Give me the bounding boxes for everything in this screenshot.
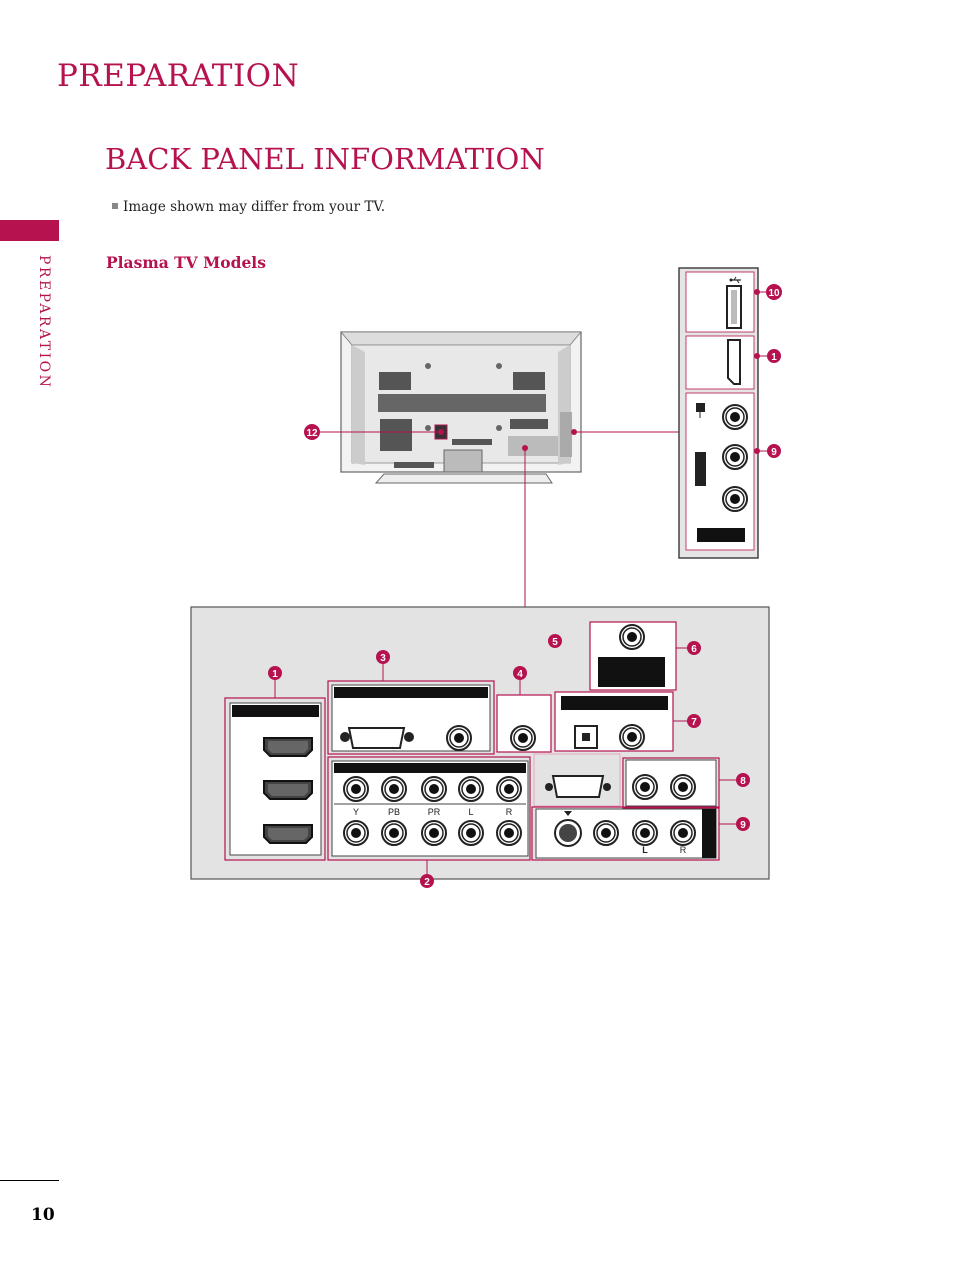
svg-text:6: 6 xyxy=(691,644,697,655)
callout-9: 9 xyxy=(736,817,750,831)
usb-icon xyxy=(729,276,741,284)
main-back-panel xyxy=(190,606,770,880)
disclaimer-text: Image shown may differ from your TV. xyxy=(123,199,385,215)
callout-2: 2 xyxy=(420,874,434,888)
callout-1: 1 xyxy=(268,666,282,680)
model-subtitle: Plasma TV Models xyxy=(106,253,266,272)
svg-text:10: 10 xyxy=(768,288,780,299)
bullet-square-icon xyxy=(112,203,118,209)
jack-label-r: R xyxy=(506,807,513,817)
svg-text:3: 3 xyxy=(380,653,386,664)
svg-text:1: 1 xyxy=(272,669,278,680)
page-header-title: PREPARATION xyxy=(57,58,300,94)
svg-text:9: 9 xyxy=(740,820,746,831)
svg-text:9: 9 xyxy=(771,447,777,458)
svg-text:1: 1 xyxy=(771,352,777,363)
jack-label-l-av: L xyxy=(642,845,648,855)
callout-3: 3 xyxy=(376,650,390,664)
tv-rear-view xyxy=(340,331,582,484)
disclaimer-note: Image shown may differ from your TV. xyxy=(112,199,385,215)
callout-5: 5 xyxy=(548,634,562,648)
callout-7: 7 xyxy=(687,714,701,728)
side-input-panel xyxy=(678,267,759,559)
jack-label-l: L xyxy=(468,807,473,817)
callout-12: 12 xyxy=(304,424,320,440)
back-panel-diagram: Y PB PR L R L R 1 2 3 4 5 6 7 8 9 10 1 9… xyxy=(190,267,782,888)
page-number: 10 xyxy=(31,1205,55,1225)
svg-text:7: 7 xyxy=(691,717,697,728)
svg-text:4: 4 xyxy=(517,669,523,680)
callout-1-side: 1 xyxy=(767,349,781,363)
svg-text:2: 2 xyxy=(424,877,430,888)
callout-9-side: 9 xyxy=(767,444,781,458)
section-title: BACK PANEL INFORMATION xyxy=(105,142,545,176)
callout-8: 8 xyxy=(736,773,750,787)
jack-label-pb: PB xyxy=(388,807,400,817)
svg-text:5: 5 xyxy=(552,637,558,648)
jack-label-r-av: R xyxy=(680,845,687,855)
callout-10: 10 xyxy=(766,284,782,300)
svg-text:8: 8 xyxy=(740,776,746,787)
svg-text:12: 12 xyxy=(306,428,318,439)
jack-label-y: Y xyxy=(353,807,359,817)
callout-4: 4 xyxy=(513,666,527,680)
section-tab-marker xyxy=(0,220,59,241)
footer-rule xyxy=(0,1180,59,1181)
jack-label-pr: PR xyxy=(428,807,441,817)
callout-6: 6 xyxy=(687,641,701,655)
